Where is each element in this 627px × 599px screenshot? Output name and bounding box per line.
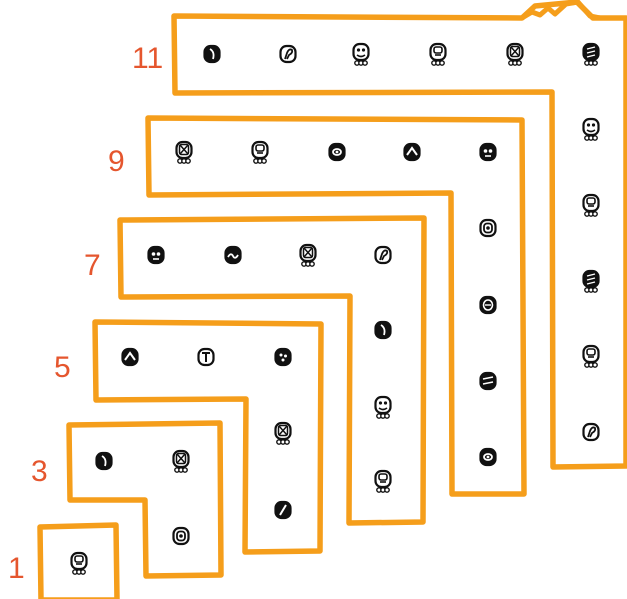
glyph-foot [363, 61, 367, 65]
glyph-foot [385, 414, 389, 418]
glyph-eye-solid-icon [481, 449, 496, 465]
l-frame-3 [69, 423, 221, 576]
glyph-slash-solid-icon [276, 502, 291, 518]
glyph-body [481, 144, 496, 160]
glyph-face-dots-icon [584, 119, 599, 140]
glyph-body [376, 247, 391, 263]
glyph-head-dots-icon [431, 44, 446, 65]
shape-number-7: 7 [84, 249, 101, 282]
glyph-dark-dots-icon [584, 271, 599, 292]
glyph-bar-solid-icon [376, 322, 391, 338]
glyph-head-dots-icon [376, 471, 391, 492]
glyph-oval-solid-icon [481, 297, 496, 313]
glyph-foot [385, 488, 389, 492]
glyph-body [584, 119, 599, 135]
glyph-body [149, 247, 164, 263]
glyph-foot [285, 440, 289, 444]
glyph-cross-dots-icon [276, 423, 291, 444]
glyph-head-dots-icon [584, 346, 599, 367]
glyph-hook-icon [281, 46, 296, 62]
glyph-bar-solid-icon [205, 46, 220, 62]
glyph-foot [81, 570, 85, 574]
l-shape-1: 1 [8, 525, 117, 599]
l-shape-9: 9 [108, 118, 524, 494]
glyph-hook-icon [376, 247, 391, 263]
glyph-foot [593, 212, 597, 216]
glyph-foot [440, 61, 444, 65]
glyph-foot [593, 136, 597, 140]
glyph-cross-dots-icon [174, 451, 189, 472]
glyph-foot [593, 363, 597, 367]
l-shape-3: 3 [31, 423, 221, 576]
glyph-foot [593, 288, 597, 292]
glyph-foot [183, 468, 187, 472]
shape-number-3: 3 [31, 455, 48, 488]
glyph-dark-solid-icon [481, 373, 496, 389]
glyph-head-dots-icon [72, 553, 87, 574]
shape-number-11: 11 [132, 42, 163, 75]
glyph-body [376, 322, 391, 338]
glyph-arch-solid-icon [405, 144, 420, 160]
glyph-dark-dots-icon [584, 44, 599, 65]
glyph-face-solid-icon [481, 144, 496, 160]
glyph-body [276, 349, 291, 365]
l-shape-5: 5 [54, 322, 321, 552]
glyph-face-solid-icon [149, 247, 164, 263]
glyph-body [584, 424, 599, 440]
glyph-eye-solid-icon [330, 144, 345, 160]
glyph-ring-icon [481, 220, 496, 236]
glyph-body [97, 453, 112, 469]
glyph-head-dots-icon [253, 142, 268, 163]
glyph-head-dots-icon [584, 195, 599, 216]
shape-number-5: 5 [54, 351, 71, 384]
glyph-foot [310, 262, 314, 266]
glyph-bar-solid-icon [97, 453, 112, 469]
shape-number-1: 1 [8, 552, 25, 585]
glyph-hook-icon [584, 424, 599, 440]
glyph-cross-dots-icon [301, 245, 316, 266]
l-shape-7: 7 [84, 218, 424, 523]
glyph-face-dots-icon [354, 44, 369, 65]
glyph-body [281, 46, 296, 62]
glyph-foot [517, 61, 521, 65]
glyph-foot [262, 159, 266, 163]
glyph-foot [593, 61, 597, 65]
glyph-cross-dots-icon [508, 44, 523, 65]
glyph-dotted-solid-icon [276, 349, 291, 365]
glyph-ring-icon [174, 528, 189, 544]
shape-number-9: 9 [108, 145, 125, 178]
glyph-face-dots-icon [376, 397, 391, 418]
glyph-body [376, 397, 391, 413]
glyph-foot [186, 159, 190, 163]
glyph-body [205, 46, 220, 62]
glyph-cross-dots-icon [177, 142, 192, 163]
glyph-wave-solid-icon [226, 247, 241, 263]
glyph-body [354, 44, 369, 60]
glyph-arch-solid-icon [123, 349, 138, 365]
l-frame-9 [148, 118, 524, 494]
glyph-body [481, 373, 496, 389]
glyph-t-cartouche-icon [199, 349, 214, 365]
